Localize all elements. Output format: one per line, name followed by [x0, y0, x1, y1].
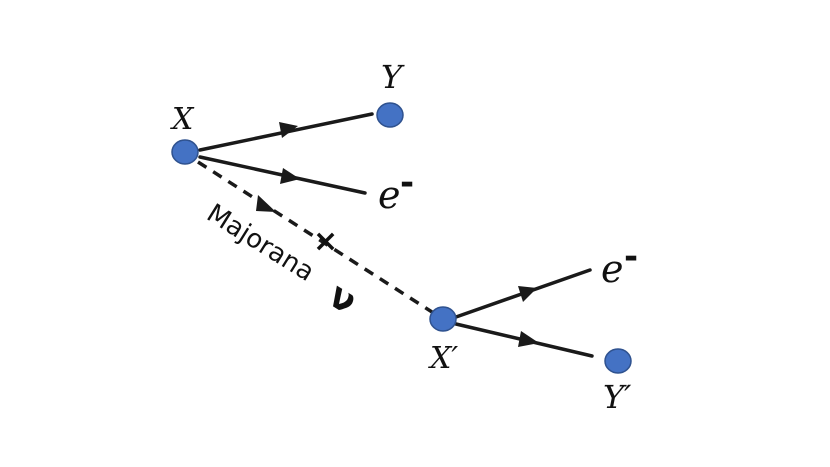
- arrow-xprime-to-yprime: [518, 331, 539, 347]
- label-electron-bottom-charge: -: [624, 237, 638, 277]
- label-nu: ν: [321, 275, 364, 323]
- arrow-x-to-y: [279, 122, 298, 138]
- arrow-majorana: [256, 195, 276, 212]
- label-majorana: Majorana: [201, 198, 319, 287]
- node-x: [171, 139, 199, 165]
- node-y-prime: [604, 348, 632, 374]
- label-x-prime: X′: [428, 341, 458, 376]
- label-x: X: [170, 102, 195, 137]
- label-y-prime: Y′: [603, 378, 632, 416]
- label-y: Y: [381, 58, 405, 96]
- arrow-xprime-to-e-bottom: [518, 286, 537, 302]
- node-x-prime: [429, 306, 457, 332]
- majorana-mass-insertion-cross: ×: [313, 224, 338, 259]
- arrow-x-to-e-top: [280, 168, 300, 184]
- label-electron-bottom: e: [601, 247, 624, 291]
- node-y: [376, 102, 404, 128]
- label-electron-top-charge: -: [400, 163, 414, 203]
- label-electron-top: e: [378, 173, 401, 217]
